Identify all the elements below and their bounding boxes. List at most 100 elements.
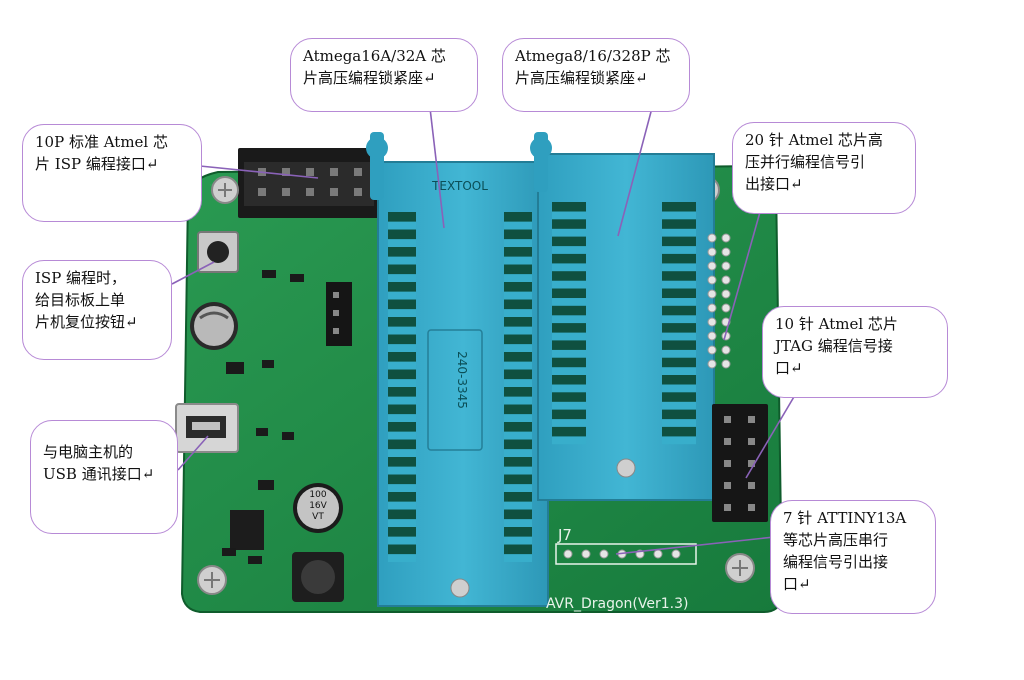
socket-slot-divider (504, 536, 532, 545)
smd-ic (230, 510, 264, 550)
socket-slot-divider (662, 436, 696, 445)
socket-slot-divider (388, 554, 416, 562)
electrolytic-capacitor-small (190, 302, 238, 350)
socket-slot-divider (504, 396, 532, 405)
socket-slot-divider (662, 298, 696, 306)
callout-line: Atmega16A/32A 芯 (303, 47, 446, 65)
usb-connector (175, 403, 239, 453)
svg-text:100: 100 (309, 490, 326, 500)
socket-slot-divider (662, 367, 696, 375)
socket-slot-divider (504, 344, 532, 352)
socket-slot-divider (662, 401, 696, 410)
socket-slot-divider (388, 309, 416, 317)
socket-slot-divider (504, 379, 532, 387)
socket-slot-divider (662, 280, 696, 289)
socket-slot-divider (552, 298, 586, 306)
callout-line: USB 通讯接口↵ (43, 465, 155, 483)
socket-slot-divider (388, 239, 416, 247)
callout-line: 与电脑主机的 (43, 443, 134, 461)
callout-line: 编程信号引出接 (783, 553, 889, 571)
callout-line: 出接口↵ (745, 175, 803, 193)
socket-slot-divider (552, 419, 586, 427)
socket-slot-divider (388, 431, 416, 440)
callout-line: 给目标板上单 (35, 291, 126, 309)
callout-line: 压并行编程信号引 (745, 153, 866, 171)
socket-slot-divider (662, 246, 696, 254)
callout-reset-button: ISP 编程时， 给目标板上单 片机复位按钮↵ (22, 260, 172, 360)
socket-slot-divider (504, 466, 532, 475)
socket-slot-divider (552, 211, 586, 220)
zif-socket-40pin: TEXTOOL 240-3345 (366, 132, 549, 607)
socket-slot-divider (388, 361, 416, 370)
callout-line: 7 针 ATTINY13A (783, 509, 907, 527)
leader-lines (171, 107, 799, 555)
callout-line: 片高压编程锁紧座↵ (303, 69, 436, 87)
callout-socket-28pin: Atmega8/16/328P 芯 片高压编程锁紧座↵ (502, 38, 690, 112)
socket-slot-divider (662, 349, 696, 358)
callout-parallel-header: 20 针 Atmel 芯片高 压并行编程信号引 出接口↵ (732, 122, 916, 214)
socket-slot-divider (662, 384, 696, 393)
svg-text:AVR_Dragon(Ver1.3): AVR_Dragon(Ver1.3) (546, 596, 688, 612)
socket-slot-divider (662, 263, 696, 272)
parallel-header-20pin (707, 233, 731, 369)
callout-line: Atmega8/16/328P 芯 (515, 47, 671, 65)
callout-line: 10 针 Atmel 芯片 (775, 315, 898, 333)
socket-slot-divider (388, 274, 416, 282)
socket-slot-divider (388, 396, 416, 405)
socket-slot-divider (504, 519, 532, 527)
socket-slot-divider (552, 263, 586, 272)
socket-slot-divider (388, 256, 416, 265)
socket-slot-divider (388, 344, 416, 352)
mounting-screw-bl (197, 565, 227, 595)
callout-line: 口↵ (783, 575, 811, 593)
socket-slot-divider (552, 228, 586, 237)
zif-socket-28pin (530, 132, 715, 501)
socket-slot-divider (552, 246, 586, 254)
callout-line: JTAG 编程信号接 (775, 337, 893, 355)
socket-slot-divider (388, 379, 416, 387)
socket-slot-divider (388, 449, 416, 457)
socket-slot-divider (662, 315, 696, 324)
electrolytic-capacitor-large: 100 16V VT (293, 483, 343, 533)
socket-slot-divider (662, 228, 696, 237)
socket-slot-divider (388, 466, 416, 475)
callout-line: 片高压编程锁紧座↵ (515, 69, 648, 87)
socket-slot-divider (504, 326, 532, 335)
socket-slot-divider (504, 484, 532, 492)
socket-slot-divider (388, 536, 416, 545)
socket-slot-divider (552, 436, 586, 445)
socket-slot-divider (552, 349, 586, 358)
svg-text:VT: VT (312, 512, 324, 522)
reset-button (197, 231, 239, 273)
callout-line: 等芯片高压串行 (783, 531, 889, 549)
svg-text:240-3345: 240-3345 (455, 351, 469, 409)
socket-slot-divider (552, 401, 586, 410)
mounting-screw-br (725, 553, 755, 583)
socket-slot-divider (388, 501, 416, 510)
isp-header (238, 148, 380, 218)
callout-line: 片机复位按钮↵ (35, 313, 138, 331)
socket-slot-divider (388, 291, 416, 300)
serial-header-j7: J7 AVR_Dragon(Ver1.3) (546, 526, 697, 612)
socket-slot-divider (504, 291, 532, 300)
socket-slot-divider (504, 221, 532, 230)
svg-text:TEXTOOL: TEXTOOL (431, 179, 488, 193)
socket-slot-divider (388, 326, 416, 335)
callout-jtag-header: 10 针 Atmel 芯片 JTAG 编程信号接 口↵ (762, 306, 948, 398)
socket-slot-divider (504, 309, 532, 317)
svg-text:J7: J7 (557, 526, 572, 544)
socket-slot-divider (662, 419, 696, 427)
callout-line: ISP 编程时， (35, 269, 127, 287)
socket-slot-divider (388, 414, 416, 422)
socket-slot-divider (504, 431, 532, 440)
socket-slot-divider (504, 449, 532, 457)
callout-socket-40pin: Atmega16A/32A 芯 片高压编程锁紧座↵ (290, 38, 478, 112)
small-header (326, 282, 352, 346)
socket-slot-divider (504, 274, 532, 282)
socket-slot-divider (388, 519, 416, 527)
socket-slot-divider (504, 239, 532, 247)
socket-slot-divider (388, 484, 416, 492)
callout-line: 口↵ (775, 359, 803, 377)
callout-serial-header: 7 针 ATTINY13A 等芯片高压串行 编程信号引出接 口↵ (770, 500, 936, 614)
